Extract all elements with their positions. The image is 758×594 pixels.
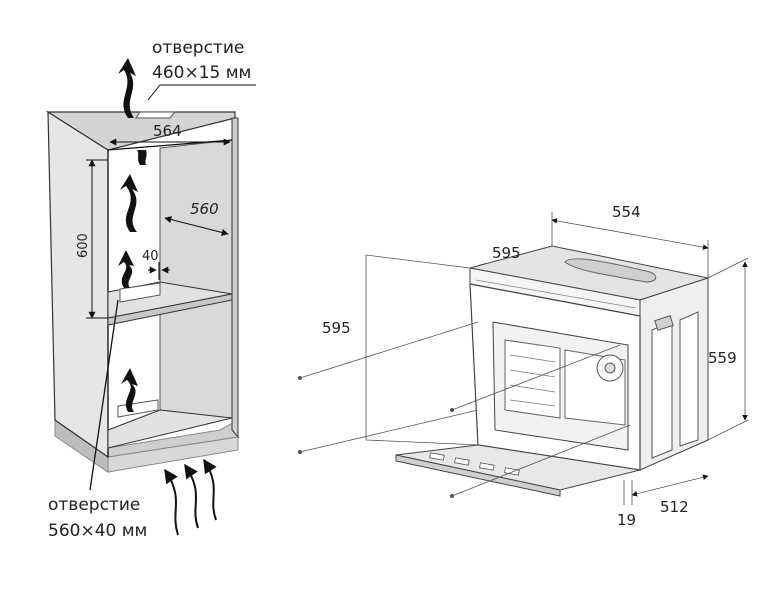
top-opening-label-1: отверстие bbox=[152, 38, 244, 58]
oven-side-rail-1 bbox=[651, 321, 673, 459]
airflow-arrow-upper bbox=[120, 174, 138, 232]
bottom-opening bbox=[117, 399, 159, 418]
dim-label-554: 554 bbox=[612, 203, 641, 221]
cabinet-right-frame bbox=[231, 117, 239, 439]
cabinet-back-panel bbox=[159, 139, 233, 419]
airflow-arrow-small bbox=[137, 150, 147, 165]
dim-line-554 bbox=[551, 218, 709, 250]
top-opening-label-2: 460×15 мм bbox=[152, 63, 251, 83]
bottom-opening-label-2: 560×40 мм bbox=[48, 521, 147, 541]
oven-top-vent bbox=[564, 258, 657, 283]
dim-label-40: 40 bbox=[142, 249, 159, 264]
dim-line-560 bbox=[164, 216, 229, 236]
leader-bottom-opening bbox=[89, 299, 119, 491]
intake-arrows bbox=[164, 458, 217, 536]
airflow-arrow-top bbox=[118, 58, 136, 118]
oven-drawing bbox=[298, 212, 749, 505]
leader-top-opening bbox=[147, 84, 256, 101]
cabinet-bottom-shelf bbox=[107, 409, 233, 449]
dim-label-19: 19 bbox=[617, 511, 636, 529]
shelf-opening bbox=[119, 282, 161, 303]
dim-label-595-top: 595 bbox=[492, 244, 521, 262]
airflow-arrows bbox=[118, 58, 147, 412]
top-opening bbox=[135, 111, 177, 119]
dim-label-600: 600 bbox=[76, 233, 91, 258]
oven-side-rail-2 bbox=[679, 311, 699, 447]
dim-label-595-side: 595 bbox=[322, 319, 351, 337]
cabinet-shelf-edge bbox=[107, 293, 233, 326]
dim-line-512 bbox=[631, 474, 709, 497]
airflow-arrow-middle bbox=[118, 250, 134, 288]
dim-label-512: 512 bbox=[660, 498, 689, 516]
bottom-opening-label-1: отверстие bbox=[48, 495, 140, 515]
dim-label-564: 564 bbox=[153, 122, 182, 140]
cabinet-left-panel bbox=[47, 110, 109, 459]
dim-label-560: 560 bbox=[190, 200, 219, 218]
cabinet-drawing bbox=[45, 58, 256, 536]
oven-door-edge bbox=[395, 454, 561, 497]
oven-handle-slot bbox=[654, 315, 674, 331]
dim-label-559: 559 bbox=[708, 349, 737, 367]
airflow-arrow-lower bbox=[121, 368, 138, 412]
cabinet-plinth-side bbox=[107, 436, 239, 473]
